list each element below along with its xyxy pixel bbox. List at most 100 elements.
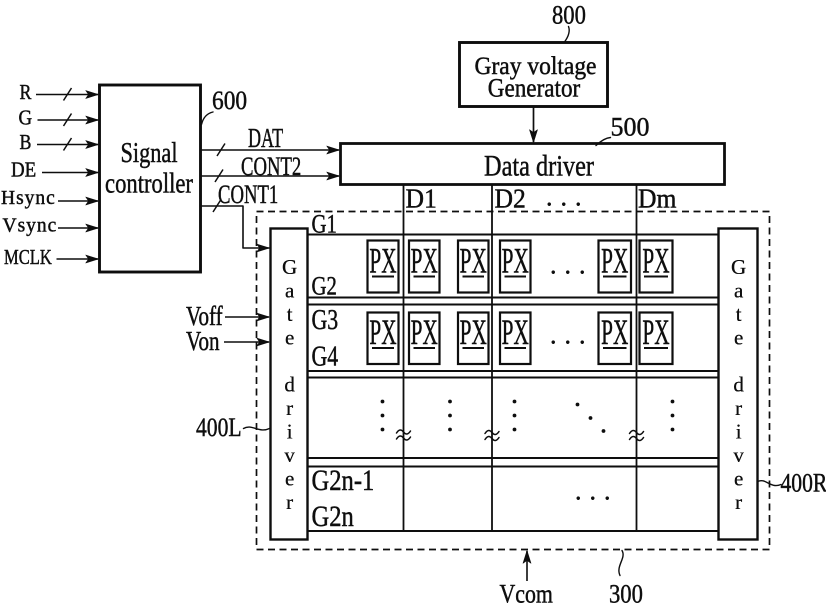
dm-label: Dm (638, 184, 677, 214)
ellipsis-px-row2: ... (550, 321, 594, 350)
voff-label: Voff (186, 302, 223, 332)
bus-slash-b (62, 137, 73, 151)
ellipsis-data-labels: ... (546, 183, 590, 212)
px-label-r1c1: PX (369, 242, 396, 281)
signal-controller-box (98, 83, 202, 274)
px-label-r1c6: PX (642, 242, 669, 281)
input-label-hsync: Hsync (1, 188, 56, 209)
ref-800-label: 800 (552, 1, 586, 30)
px-cell-r2c1 (366, 311, 400, 366)
gate-driver-right-box (717, 227, 759, 541)
g4-label: G4 (312, 342, 339, 372)
input-label-mclk: MCLK (4, 246, 52, 270)
vertical-dots-4 (670, 427, 675, 432)
bus-slash-cont1 (212, 199, 222, 213)
bus-slash-r (62, 87, 73, 101)
cont1-line (199, 205, 270, 248)
ref-400r-label: 400R (781, 470, 826, 498)
g2n-label: G2n (312, 500, 355, 533)
ref-500-leader (595, 136, 612, 147)
ref-300-leader (618, 549, 624, 577)
input-label-de: DE (11, 159, 36, 182)
gray-voltage-generator-box (458, 41, 609, 108)
input-label-b: B (20, 132, 32, 155)
ellipsis-px-row1: ... (550, 251, 594, 280)
g2-label: G2 (312, 272, 337, 301)
d1-label: D1 (406, 184, 437, 214)
dat-label: DAT (248, 124, 283, 153)
vertical-dots-4 (670, 399, 675, 404)
bus-slash-dat (216, 143, 226, 157)
px-cell-r2c5 (597, 311, 633, 366)
g1-label: G1 (312, 210, 337, 239)
bus-slash-cont2 (214, 169, 224, 183)
px-cell-r2c3 (456, 311, 490, 366)
vertical-dots-2 (448, 427, 452, 432)
input-label-g: G (19, 107, 33, 130)
px-cell-r1c1 (366, 239, 400, 294)
von-label: Von (186, 327, 220, 357)
px-cell-r2c2 (407, 311, 441, 366)
d2-label: D2 (495, 184, 526, 214)
px-label-r1c4: PX (502, 242, 529, 281)
gate-driver-left-label: Gate driver (277, 254, 302, 514)
px-label-r2c3: PX (460, 314, 487, 353)
px-cell-r1c4 (498, 239, 532, 294)
input-label-r: R (20, 82, 32, 105)
panel-dashed-border (255, 210, 771, 551)
px-cell-r2c4 (498, 311, 532, 366)
px-cell-r1c5 (597, 239, 633, 294)
px-label-r2c2: PX (411, 314, 438, 353)
vertical-dots-3 (512, 399, 517, 404)
break-mark-d1 (395, 435, 412, 441)
px-cell-r1c2 (407, 239, 441, 294)
data-driver-label: Data driver (484, 149, 594, 182)
px-label-r2c6: PX (642, 314, 669, 353)
ref-400l-label: 400L (196, 414, 242, 442)
ref-300-label: 300 (609, 580, 643, 605)
break-mark-d2 (484, 435, 500, 442)
px-cell-r1c6 (638, 239, 674, 294)
px-label-r1c3: PX (460, 242, 487, 281)
vertical-dots-1 (380, 399, 385, 404)
ref-400l-leader (242, 426, 271, 431)
vertical-dots-2 (448, 399, 452, 404)
cont2-label: CONT2 (241, 152, 301, 181)
ref-600-label: 600 (212, 87, 247, 115)
data-driver-box (339, 142, 726, 186)
bus-slash-g (62, 113, 73, 127)
px-label-r1c2: PX (411, 242, 438, 281)
vertical-dots-1 (380, 427, 385, 432)
signal-controller-label-line2: controller (105, 167, 193, 199)
input-label-vsync: Vsync (3, 216, 58, 237)
vcom-label: Vcom (500, 581, 554, 605)
diagonal-dots (588, 416, 593, 420)
px-label-r2c5: PX (601, 314, 628, 353)
ref-400r-leader (756, 479, 782, 487)
vertical-dots-2 (448, 413, 452, 418)
cont1-label: CONT1 (218, 180, 278, 209)
break-mark-dm (628, 429, 645, 436)
px-label-r2c1: PX (369, 314, 396, 353)
ref-600-leader (200, 111, 214, 126)
px-cell-r2c6 (638, 311, 674, 366)
diagonal-dots (601, 429, 606, 433)
break-mark-dm (628, 435, 645, 442)
gate-driver-right-label: Gate driver (726, 254, 751, 514)
break-mark-d2 (484, 429, 500, 436)
diagonal-dots (575, 402, 580, 407)
vertical-dots-4 (670, 413, 675, 418)
vertical-dots-3 (512, 413, 517, 418)
g2n-1-label: G2n-1 (312, 464, 375, 497)
vertical-dots-3 (512, 427, 517, 432)
gray-voltage-generator-label-line2: Generator (488, 74, 581, 103)
signal-controller-label-line1: Signal (120, 136, 177, 168)
ref-500-label: 500 (611, 113, 650, 142)
g3-label: G3 (312, 306, 339, 336)
gate-driver-left-box (269, 227, 309, 541)
vertical-dots-1 (380, 413, 385, 418)
ref-800-leader (563, 25, 570, 43)
px-cell-r1c3 (456, 239, 490, 294)
gray-voltage-generator-label-line1: Gray voltage (475, 52, 597, 80)
